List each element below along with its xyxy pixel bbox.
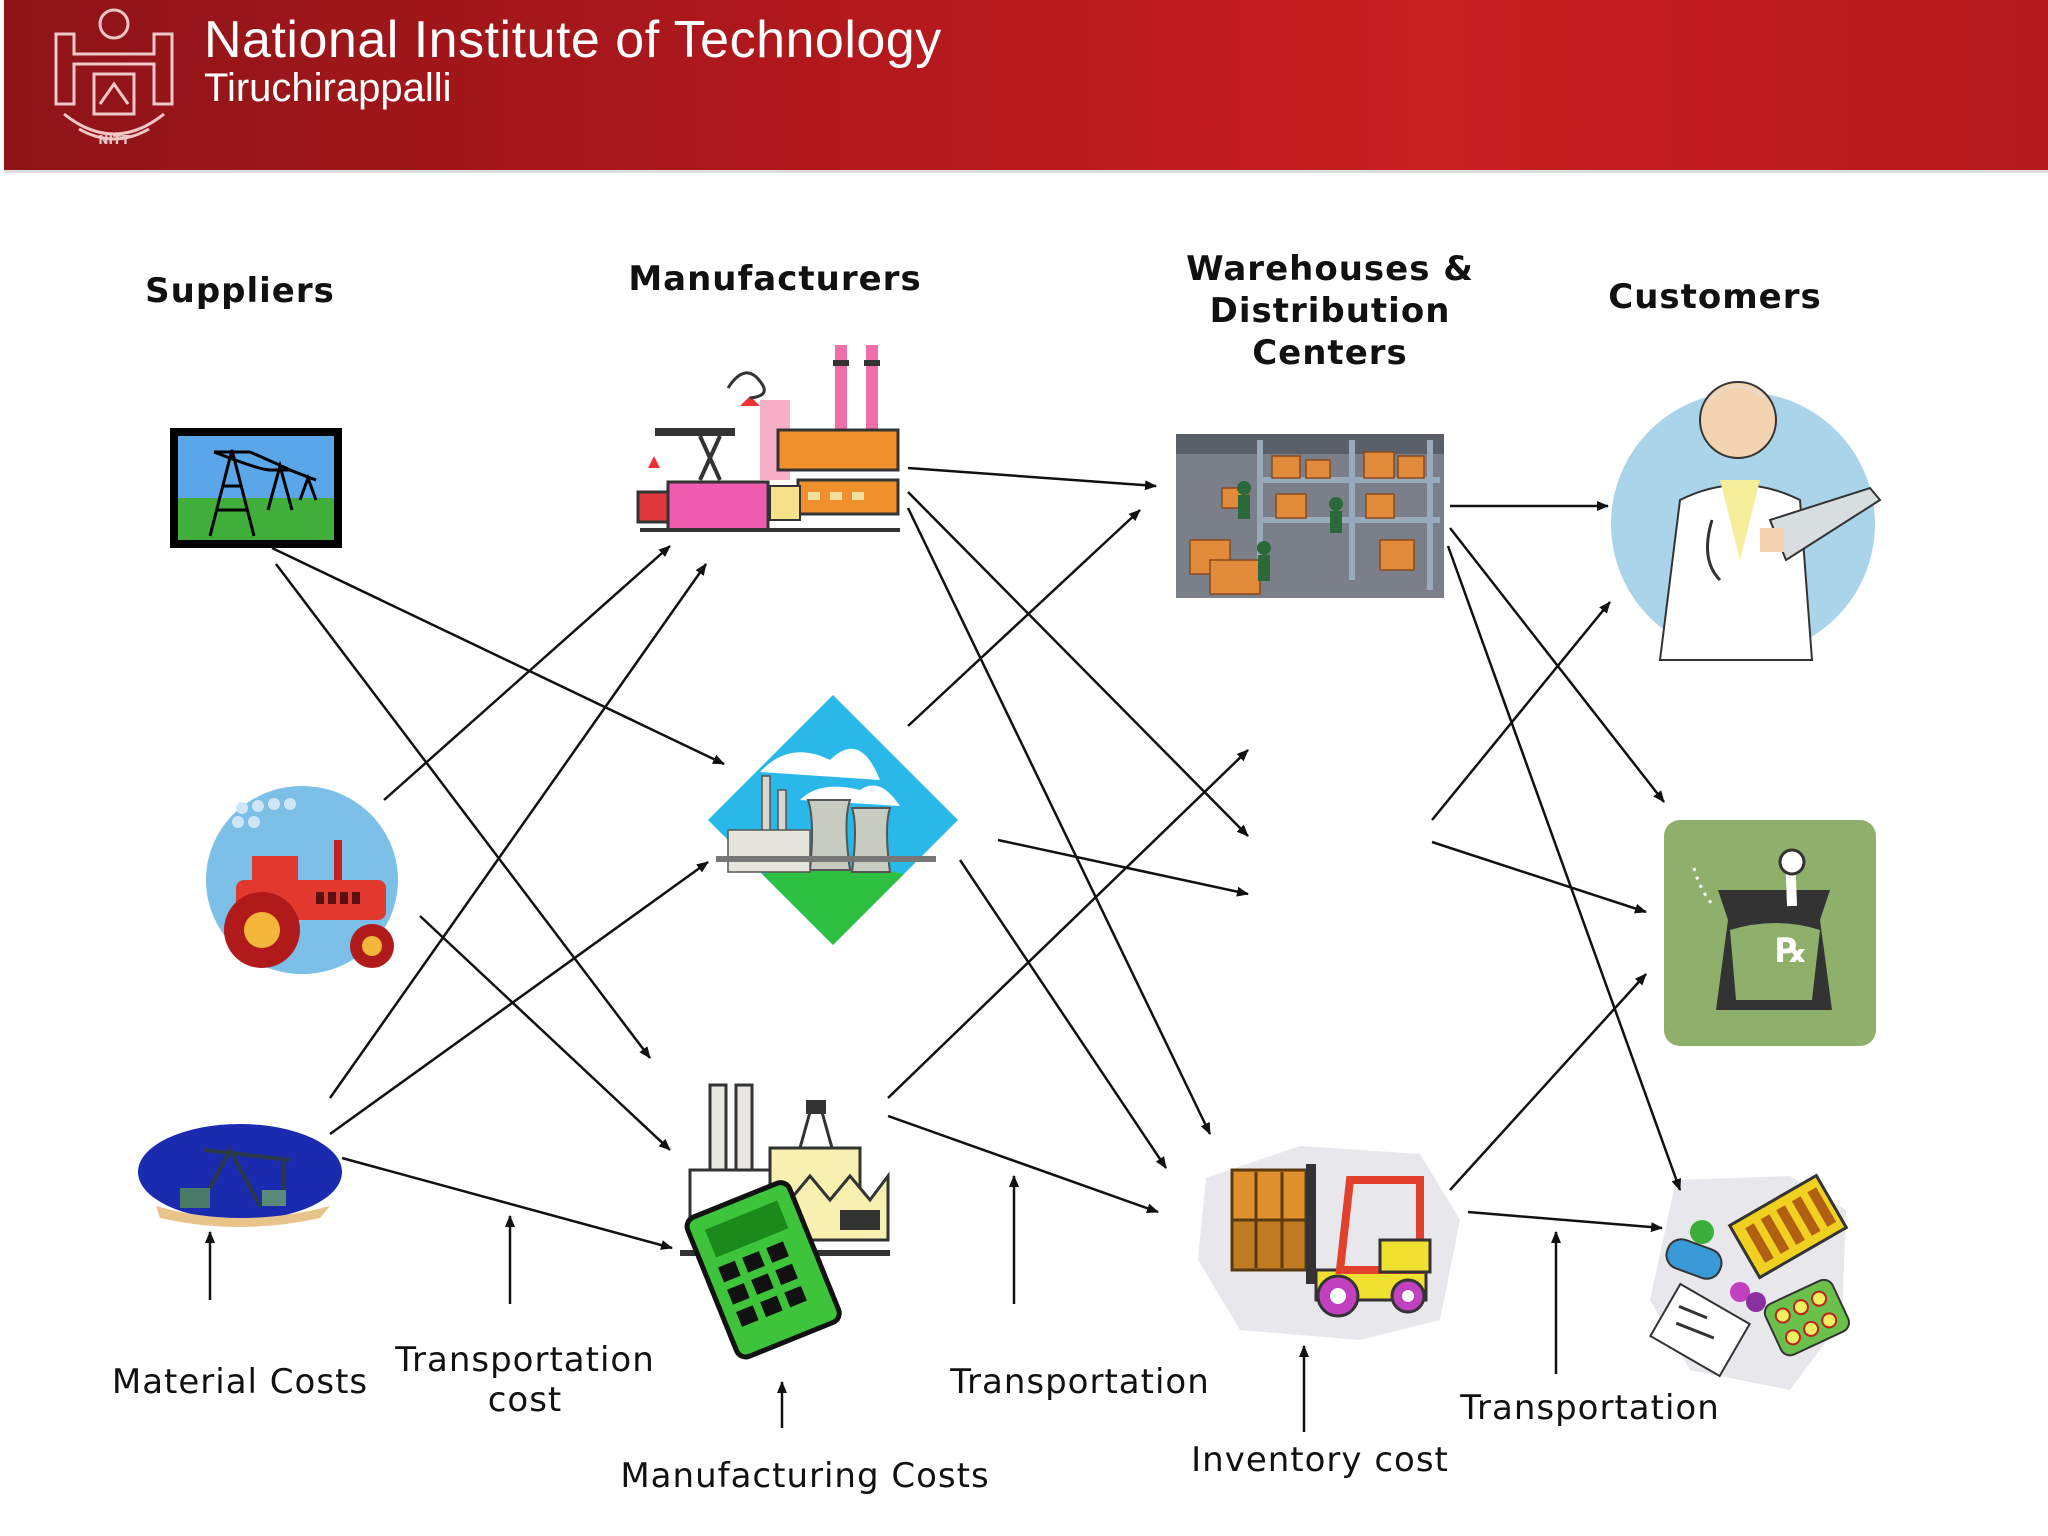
arrow-m3-wmid — [887, 749, 1249, 1099]
header-banner: NITT National Institute of Technology Ti… — [4, 0, 2048, 173]
arrow-s3-m1 — [328, 563, 708, 1099]
arrow-wmid-c1 — [1431, 601, 1611, 821]
arrow-m1-w2 — [906, 507, 1212, 1135]
arrow-wmid-c2 — [1431, 840, 1647, 914]
forklift-icon — [1198, 1146, 1460, 1340]
transportation-label-3: Transportation — [1460, 1388, 1720, 1428]
arrow-w1-c3 — [1446, 545, 1682, 1191]
customers-heading: Customers — [1608, 277, 1822, 317]
inventory-cost-label: Inventory cost — [1191, 1440, 1449, 1480]
power-plant-icon — [708, 695, 958, 945]
oil-pump-icon — [138, 1124, 342, 1227]
warehouses-heading-line1: Warehouses & — [1186, 249, 1474, 289]
arrow-s3-m2 — [329, 860, 709, 1136]
transportation-label-2: Transportation — [950, 1362, 1210, 1402]
flow-arrows — [205, 466, 1682, 1432]
arrow-m2-w2 — [958, 859, 1168, 1169]
nitt-logo-icon: NITT — [54, 8, 174, 147]
medicines-icon — [1648, 1173, 1850, 1390]
doctor-icon — [1611, 381, 1882, 661]
arrow-s1-m2 — [271, 546, 725, 766]
power-lines-icon — [170, 428, 342, 548]
transportation-cost-label-line1: Transportation — [395, 1340, 655, 1380]
arrow-m1-wmid — [907, 491, 1249, 837]
arrow-m2-wmid — [997, 838, 1249, 897]
warehouse-icon — [1176, 434, 1444, 598]
pharmacy-icon: ℞ — [1664, 820, 1876, 1046]
arrow-s3-m3 — [341, 1156, 673, 1250]
arrow-s1-m3 — [275, 563, 651, 1059]
arrow-w2-c3 — [1467, 1210, 1663, 1233]
institute-name: National Institute of Technology — [204, 11, 942, 69]
factory-calculator-icon — [680, 1083, 890, 1360]
institute-city: Tiruchirappalli — [204, 66, 452, 110]
arrow-m2-w1 — [907, 509, 1141, 727]
rx-symbol: ℞ — [1776, 931, 1806, 971]
logo-text: NITT — [98, 133, 130, 147]
manufacturers-heading: Manufacturers — [628, 259, 922, 299]
suppliers-heading: Suppliers — [145, 271, 335, 311]
factory-icon — [636, 345, 900, 532]
tractor-icon — [206, 786, 398, 974]
material-costs-label: Material Costs — [111, 1362, 369, 1402]
arrow-s2-m1 — [383, 545, 671, 801]
arrow-m3-w2 — [887, 1114, 1159, 1214]
arrow-s2-m3 — [419, 915, 671, 1151]
transportation-cost-label-line2: cost — [487, 1380, 563, 1420]
arrow-w2-c2 — [1449, 973, 1647, 1191]
arrow-m1-w1 — [907, 466, 1157, 491]
warehouses-heading-line2: Distribution Centers — [1209, 291, 1451, 373]
manufacturing-costs-label: Manufacturing Costs — [620, 1456, 990, 1496]
